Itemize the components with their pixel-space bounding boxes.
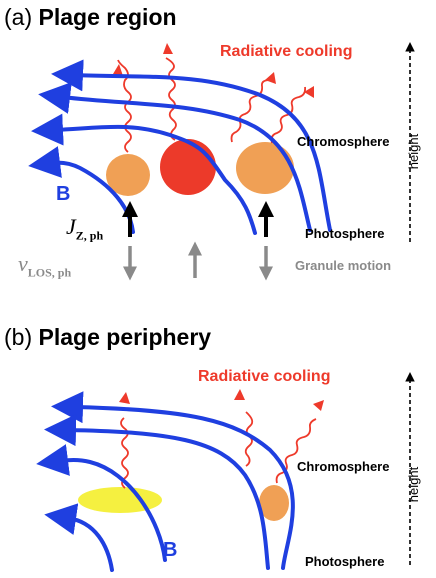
field-line	[31, 113, 257, 235]
field-line	[44, 414, 270, 570]
panel-a-title: (a) Plage region	[4, 6, 177, 29]
jz-subscript: Z, ph	[75, 228, 104, 243]
jz-symbol: J	[66, 214, 76, 239]
chromosphere-label-a: Chromosphere	[297, 134, 390, 149]
field-line	[38, 82, 312, 232]
cooling-waves-b	[120, 411, 317, 489]
field-line	[51, 391, 295, 570]
cooling-arrowhead	[265, 72, 276, 84]
photosphere-label-a: Photosphere	[305, 226, 385, 241]
cooling-wave	[244, 411, 254, 467]
panel-b-diagram	[36, 372, 415, 572]
granule-motion-label: Granule motion	[295, 258, 392, 273]
cooling-arrowhead	[313, 400, 324, 411]
jz-ph-label: JZ, ph	[66, 214, 104, 243]
panel-a-diagram	[28, 42, 415, 281]
hot-spot-center	[160, 139, 216, 195]
warm-spot-left	[106, 154, 150, 196]
warm-spot-right	[236, 142, 294, 194]
cooling-arrowhead	[234, 389, 245, 400]
height-label-a: height	[406, 133, 422, 170]
field-line	[36, 444, 167, 562]
cooling-arrowhead	[113, 64, 123, 76]
warm-spot-periphery	[259, 485, 289, 521]
cooling-wave	[120, 417, 129, 489]
panel-a-prefix: (a)	[4, 4, 33, 30]
photosphere-label-b: Photosphere	[305, 554, 385, 569]
cooling-arrowhead	[163, 43, 173, 54]
vlos-ph-label: vLOS, ph	[18, 251, 72, 280]
field-lines-b	[36, 391, 295, 572]
chromosphere-label-b: Chromosphere	[297, 459, 390, 474]
cooling-wave	[165, 57, 177, 141]
cooling-wave	[275, 418, 317, 484]
height-label-b: height	[406, 466, 422, 503]
cooling-arrowhead	[304, 86, 314, 98]
panel-b-title-text: Plage periphery	[38, 324, 212, 350]
b-field-label-a: B	[56, 183, 71, 205]
cooling-arrowhead	[119, 392, 130, 404]
radiative-cooling-label-a: Radiative cooling	[220, 43, 353, 60]
yellow-spot	[78, 487, 162, 513]
cooling-wave	[270, 86, 307, 144]
panel-b-prefix: (b)	[4, 324, 33, 350]
b-field-label-b: B	[163, 539, 178, 561]
field-lines-a	[28, 59, 332, 235]
panel-a-title-text: Plage region	[38, 4, 177, 30]
radiative-cooling-label-b: Radiative cooling	[198, 368, 331, 385]
vlos-subscript: LOS, ph	[27, 265, 72, 280]
vlos-symbol: v	[18, 251, 28, 276]
cooling-wave	[230, 79, 271, 143]
field-line	[51, 59, 332, 232]
field-line	[44, 503, 114, 572]
panel-b-title: (b) Plage periphery	[4, 326, 211, 349]
